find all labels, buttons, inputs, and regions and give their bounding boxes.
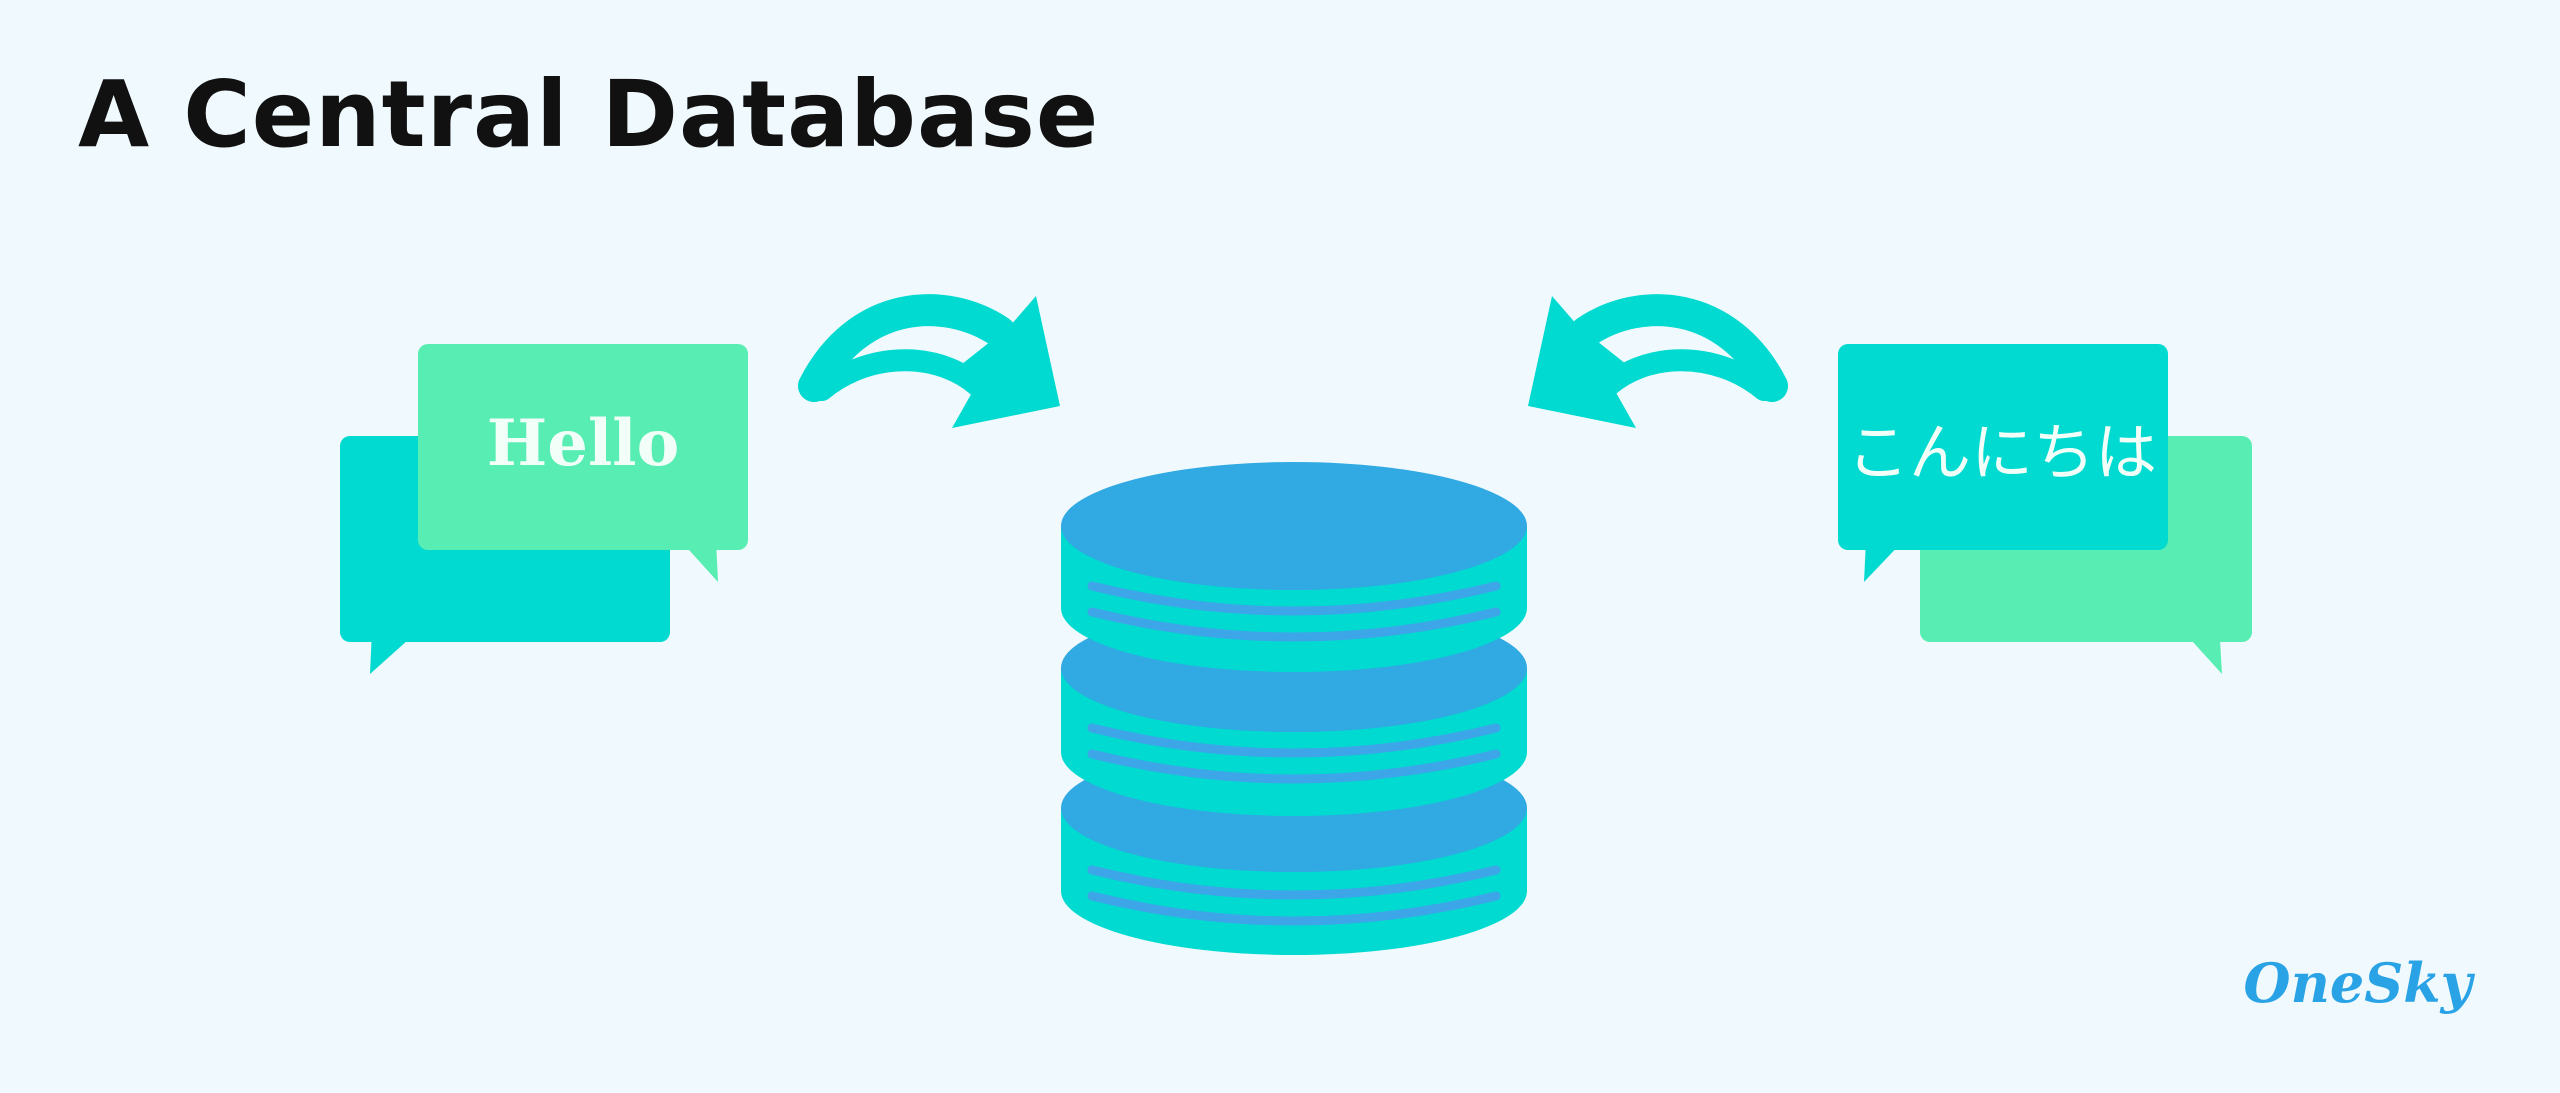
konnichiwa-text: こんにちは <box>1847 416 2157 489</box>
onesky-logo: OneSky <box>2244 951 2476 1015</box>
hello-text: Hello <box>487 406 680 481</box>
left-speech-bubbles: Hello <box>340 344 748 674</box>
right-front-bubble-icon <box>1838 344 2168 582</box>
left-front-bubble-icon <box>418 344 748 582</box>
right-curved-arrow-icon <box>1528 294 1788 428</box>
database-disk-top <box>1061 462 1527 672</box>
page-title: A Central Database <box>78 61 1100 168</box>
database-icon <box>1061 462 1527 955</box>
left-curved-arrow-icon <box>798 294 1060 428</box>
right-speech-bubbles: こんにちは <box>1838 344 2252 674</box>
